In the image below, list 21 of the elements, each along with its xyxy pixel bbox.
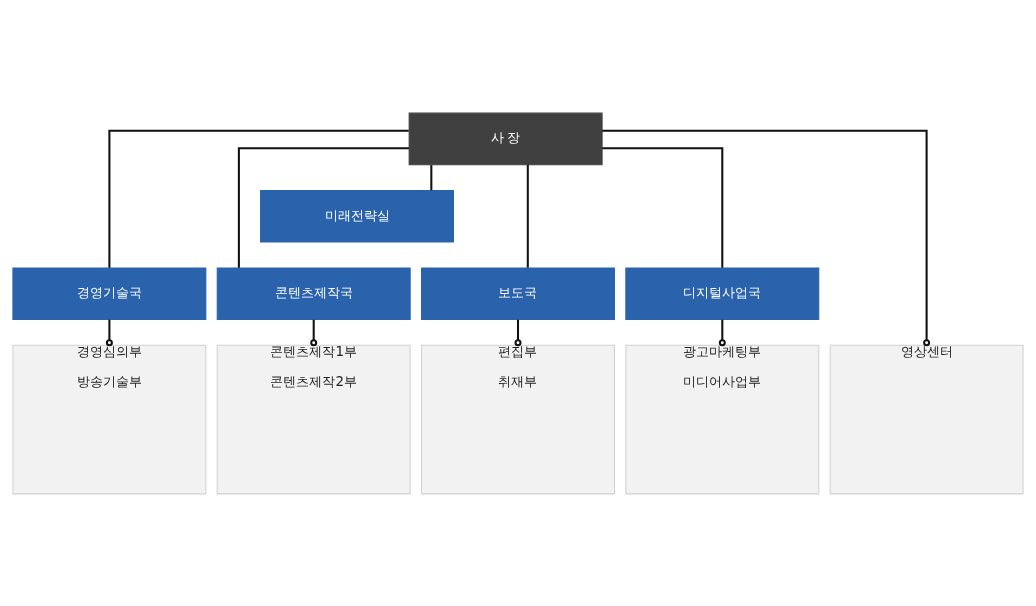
- node-box: 경영기술국: [12, 266, 207, 320]
- node-box: 미래전략실: [260, 189, 455, 243]
- node-box: 콘텐츠제작국: [216, 266, 411, 320]
- node-box: 편집부 취재부: [421, 344, 615, 494]
- node-box: 디지털사업국: [625, 266, 820, 320]
- connector: [526, 164, 529, 268]
- node-box: 광고마케팅부 미디어사업부: [625, 344, 820, 494]
- connector: [237, 146, 409, 268]
- connector: [108, 129, 409, 268]
- connector: [310, 319, 318, 346]
- connector: [718, 319, 726, 346]
- node-box: 보도국: [421, 266, 615, 320]
- node-box: 사 장: [408, 112, 603, 165]
- connector: [514, 319, 522, 346]
- node-box: 경영심의부 방송기술부: [12, 344, 207, 494]
- connector: [602, 146, 724, 268]
- connector: [602, 129, 931, 346]
- connector: [105, 319, 113, 346]
- node-box: 콘텐츠제작1부 콘텐츠제작2부: [216, 344, 411, 494]
- connector: [430, 164, 433, 190]
- node-box: 영상센터: [829, 344, 1024, 494]
